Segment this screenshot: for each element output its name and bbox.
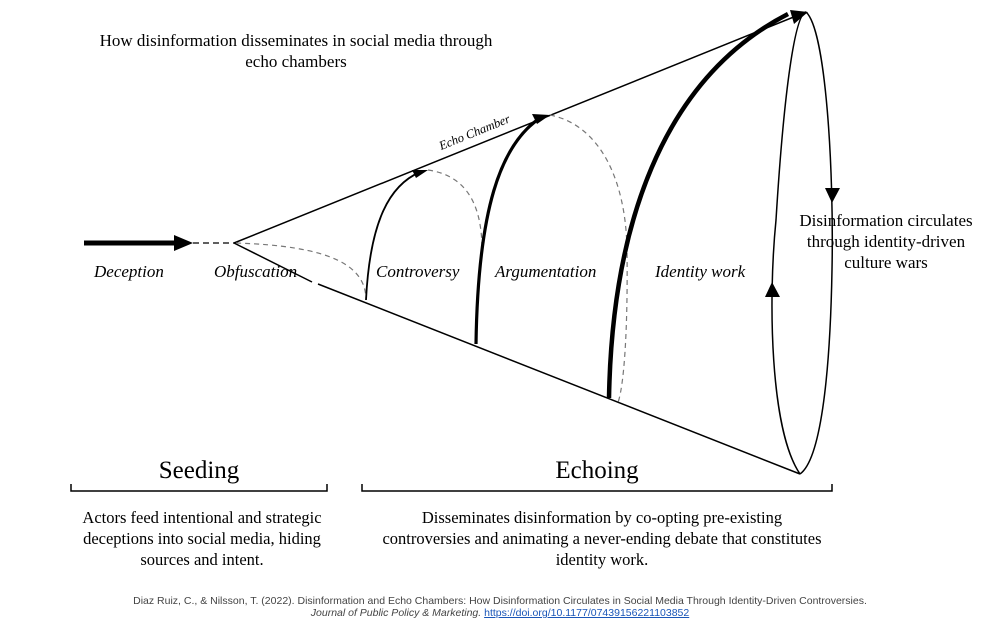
cone-lower-edge xyxy=(317,283,801,475)
argumentation-dashed-return xyxy=(549,114,628,406)
seeding-bracket xyxy=(70,484,328,492)
citation-journal: Journal of Public Policy & Marketing. xyxy=(310,607,482,619)
stage-argumentation: Argumentation xyxy=(495,262,597,281)
cone-upper-edge xyxy=(233,11,807,244)
controversy-arrowhead xyxy=(412,170,428,178)
phase-seeding-label: Seeding xyxy=(158,457,240,484)
echoing-bracket xyxy=(361,484,833,492)
stage-deception: Deception xyxy=(94,262,164,281)
cone-mouth-left-arc xyxy=(771,11,807,475)
deception-arrowhead xyxy=(174,235,193,251)
circulation-arrow-up xyxy=(765,282,780,297)
cone-lower-edge-left xyxy=(233,242,313,283)
controversy-dashed-return xyxy=(427,169,483,251)
circulation-arrow-down xyxy=(825,188,840,203)
citation: Diaz Ruiz, C., & Nilsson, T. (2022). Dis… xyxy=(120,595,880,619)
echo-chamber-label: Echo Chamber xyxy=(436,112,512,154)
circulation-text: Disinformation circulates through identi… xyxy=(799,211,973,272)
identity-work-arc xyxy=(606,12,790,399)
obfuscation-dashed-curve xyxy=(235,242,367,301)
stage-obfuscation: Obfuscation xyxy=(214,262,298,281)
citation-authors: Diaz Ruiz, C., & Nilsson, T. (2022). Dis… xyxy=(133,595,867,607)
citation-doi-link[interactable]: https://doi.org/10.1177/0743915622110385… xyxy=(484,607,690,619)
argumentation-arc xyxy=(474,116,541,345)
echoing-description: Disseminates disinformation by co-opting… xyxy=(382,508,822,569)
controversy-arc xyxy=(365,171,421,301)
stage-identity-work: Identity work xyxy=(655,262,746,281)
diagram-title: How disinformation disseminates in socia… xyxy=(99,31,493,71)
argumentation-arrowhead xyxy=(532,114,550,124)
phase-echoing-label: Echoing xyxy=(555,457,639,484)
seeding-description: Actors feed intentional and strategic de… xyxy=(82,508,322,569)
stage-controversy: Controversy xyxy=(376,262,460,281)
cone-mouth-right-arc xyxy=(799,11,834,475)
